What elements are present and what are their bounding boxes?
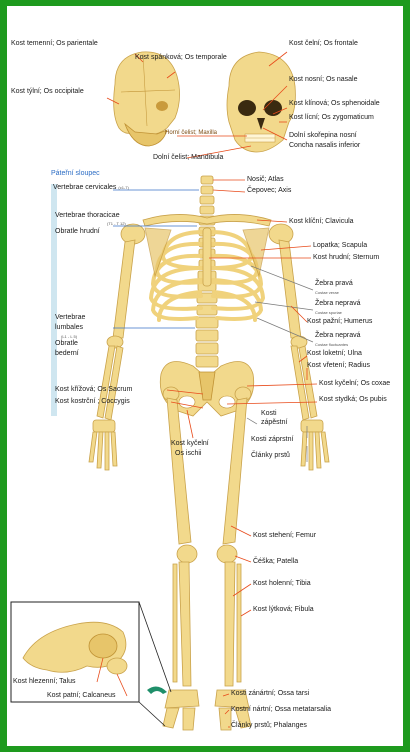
label-calcaneus: Kost patní; Calcaneus xyxy=(47,692,116,700)
left-arm xyxy=(89,224,145,470)
label-femur: Kost stehení; Femur xyxy=(253,532,316,540)
label-tibia: Kost holenní; Tibia xyxy=(253,580,311,588)
label-costae-fluct-1: Žebra nepravá xyxy=(315,332,361,340)
label-temporale: Kost spánková; Os temporale xyxy=(135,54,227,62)
rib-cage xyxy=(143,214,271,320)
label-carpi-2: zápěstní xyxy=(261,419,287,427)
label-ulna: Kost loketní; Ulna xyxy=(307,350,362,358)
label-costae-verae-1: Žebra pravá xyxy=(315,280,353,288)
label-phalanges-foot: Články prstů; Phalanges xyxy=(231,722,307,730)
label-lumbales-cz-2: bederní xyxy=(55,350,79,358)
label-frontale: Kost čelní; Os frontale xyxy=(289,40,358,48)
foot-inset xyxy=(11,602,171,726)
label-coccygis: Kost kostrční ; Coccygis xyxy=(55,398,130,406)
label-costae-spuriae-2: Costae spuriae xyxy=(315,309,342,317)
label-humerus: Kost pažní; Humerus xyxy=(307,318,372,326)
spine-title: Páteřní sloupec xyxy=(51,170,100,178)
left-leg xyxy=(163,387,199,730)
label-carpi-1: Kosti xyxy=(261,410,277,418)
label-fibula: Kost lýtková; Fibula xyxy=(253,606,314,614)
label-ischii-1: Kost kyčelní xyxy=(171,440,209,448)
label-thoracicae-range: (T1 - T 12) xyxy=(107,220,126,228)
label-lumbales-cz-1: Obratle xyxy=(55,340,78,348)
diagram-canvas: .b { fill: #f2d98c; stroke: #c9a24a; str… xyxy=(7,6,403,746)
label-metacarpi: Kosti záprstní xyxy=(251,436,293,444)
label-radius: Kost vřetení; Radius xyxy=(307,362,370,370)
label-patella: Čéška; Patella xyxy=(253,558,298,566)
label-sacrum: Kost křížová; Os Sacrum xyxy=(55,386,132,394)
label-cervicales: Vertebrae cervicales (c1-7) xyxy=(53,184,129,192)
label-metatarsalia: Kostní nártní; Ossa metatarsalia xyxy=(231,706,331,714)
label-concha-1: Dolní skořepina nosní xyxy=(289,132,357,140)
label-costae-spuriae-1: Žebra nepravá xyxy=(315,300,361,308)
label-occipitale: Kost týlní; Os occipitale xyxy=(11,88,84,96)
label-clavicula: Kost klíční; Clavicula xyxy=(289,218,354,226)
label-thoracicae-cz: Obratle hrudní xyxy=(55,228,100,236)
label-ischii-2: Os ischii xyxy=(175,450,201,458)
label-pubis: Kost stydká; Os pubis xyxy=(319,396,387,404)
label-thoracicae: Vertebrae thoracicae xyxy=(55,212,120,220)
label-atlas: Nosič; Atlas xyxy=(247,176,284,184)
label-coxae: Kost kyčelní; Os coxae xyxy=(319,380,390,388)
label-scapula: Lopatka; Scapula xyxy=(313,242,367,250)
label-maxilla: Horní čelist; Maxilla xyxy=(165,130,217,136)
label-tarsi: Kosti zánártní; Ossa tarsi xyxy=(231,690,309,698)
label-costae-fluct-2: Costae fluctuantes xyxy=(315,341,348,349)
label-zygomaticum: Kost lícní; Os zygomaticum xyxy=(289,114,374,122)
right-leg xyxy=(215,387,251,730)
label-talus: Kost hlezenní; Talus xyxy=(13,678,76,686)
label-costae-verae-2: Costae verae xyxy=(315,289,339,297)
label-nasale: Kost nosní; Os nasale xyxy=(289,76,357,84)
label-lumbales-1: Vertebrae xyxy=(55,314,85,322)
label-parietale: Kost temenní; Os parientale xyxy=(11,40,98,48)
label-phalanges-hand: Články prstů xyxy=(251,452,290,460)
label-sphenoidale: Kost klínová; Os sphenoidale xyxy=(289,100,380,108)
label-sternum: Kost hrudní; Sternum xyxy=(313,254,379,262)
label-concha-2: Concha nasalis inferior xyxy=(289,142,360,150)
label-mandibula: Dolní čelist; Mandibula xyxy=(153,154,223,162)
skull-front xyxy=(227,52,295,152)
label-axis: Čepovec; Axis xyxy=(247,187,291,195)
label-lumbales-2: lumbales xyxy=(55,324,83,332)
